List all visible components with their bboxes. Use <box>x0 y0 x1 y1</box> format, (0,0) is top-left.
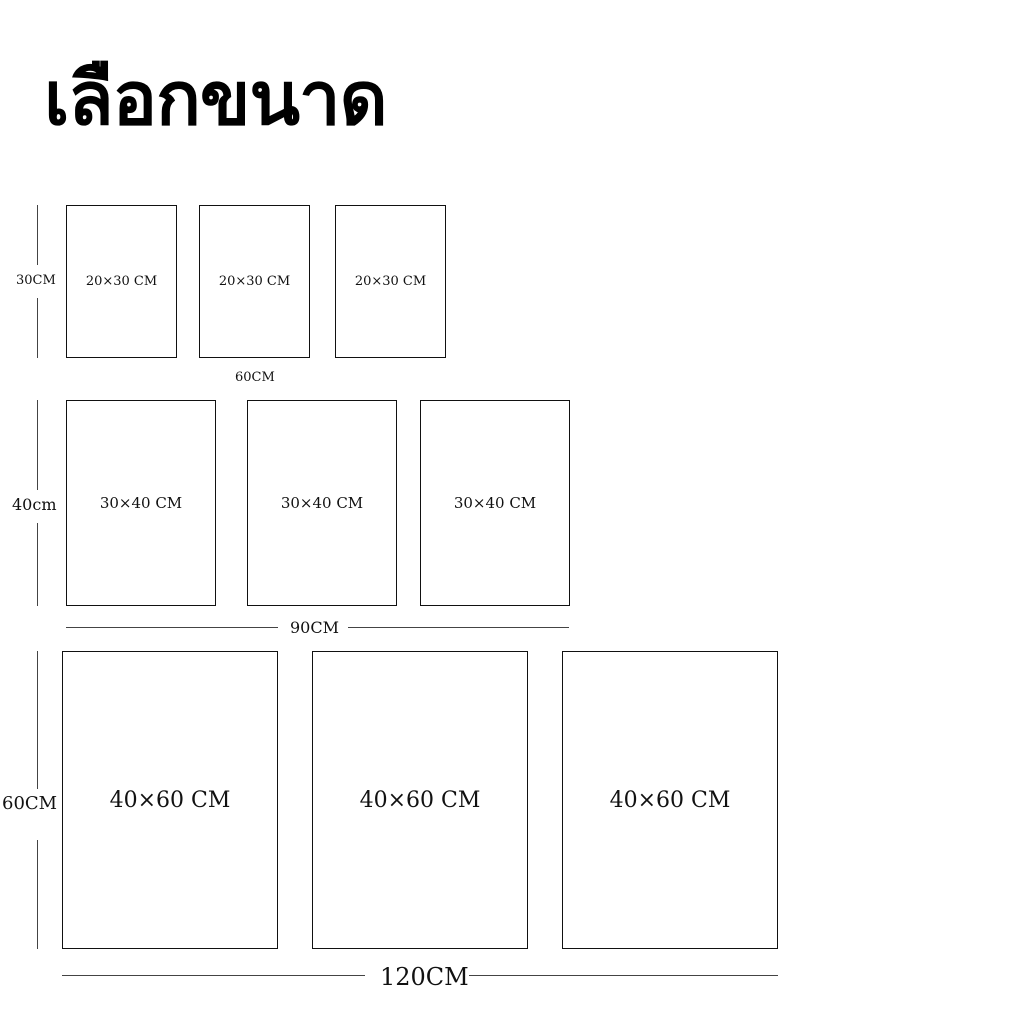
size-option-panel[interactable]: 20×30 CM <box>199 205 310 358</box>
width-dimension-label: 90CM <box>290 618 339 637</box>
size-option-panel[interactable]: 20×30 CM <box>66 205 177 358</box>
width-dimension-line-right <box>468 975 778 976</box>
page-title: เลือกขนาด <box>44 56 388 142</box>
size-option-panel[interactable]: 30×40 CM <box>420 400 570 606</box>
panel-size-label: 30×40 CM <box>453 494 537 512</box>
size-option-panel[interactable]: 30×40 CM <box>66 400 216 606</box>
panel-size-label: 20×30 CM <box>85 274 158 289</box>
width-dimension-label: 120CM <box>380 963 469 991</box>
height-dimension-line-top <box>37 651 38 789</box>
height-dimension-label: 40cm <box>12 495 57 514</box>
height-dimension-line-bottom <box>37 523 38 606</box>
panel-size-label: 20×30 CM <box>218 274 291 289</box>
width-dimension-line-left <box>62 975 365 976</box>
panel-size-label: 40×60 CM <box>109 787 231 813</box>
panel-size-label: 30×40 CM <box>280 494 364 512</box>
size-option-panel[interactable]: 40×60 CM <box>562 651 778 949</box>
size-option-panel[interactable]: 40×60 CM <box>62 651 278 949</box>
width-dimension-label: 60CM <box>235 370 275 385</box>
height-dimension-line-bottom <box>37 840 38 949</box>
width-dimension-line-left <box>66 627 278 628</box>
height-dimension-label: 30CM <box>16 273 56 288</box>
width-dimension-line-right <box>348 627 569 628</box>
panel-size-label: 20×30 CM <box>354 274 427 289</box>
size-option-panel[interactable]: 20×30 CM <box>335 205 446 358</box>
panel-size-label: 40×60 CM <box>609 787 731 813</box>
height-dimension-line-bottom <box>37 298 38 358</box>
panel-size-label: 40×60 CM <box>359 787 481 813</box>
height-dimension-line-top <box>37 205 38 265</box>
height-dimension-line-top <box>37 400 38 490</box>
height-dimension-label: 60CM <box>2 793 58 814</box>
size-option-panel[interactable]: 30×40 CM <box>247 400 397 606</box>
panel-size-label: 30×40 CM <box>99 494 183 512</box>
size-option-panel[interactable]: 40×60 CM <box>312 651 528 949</box>
